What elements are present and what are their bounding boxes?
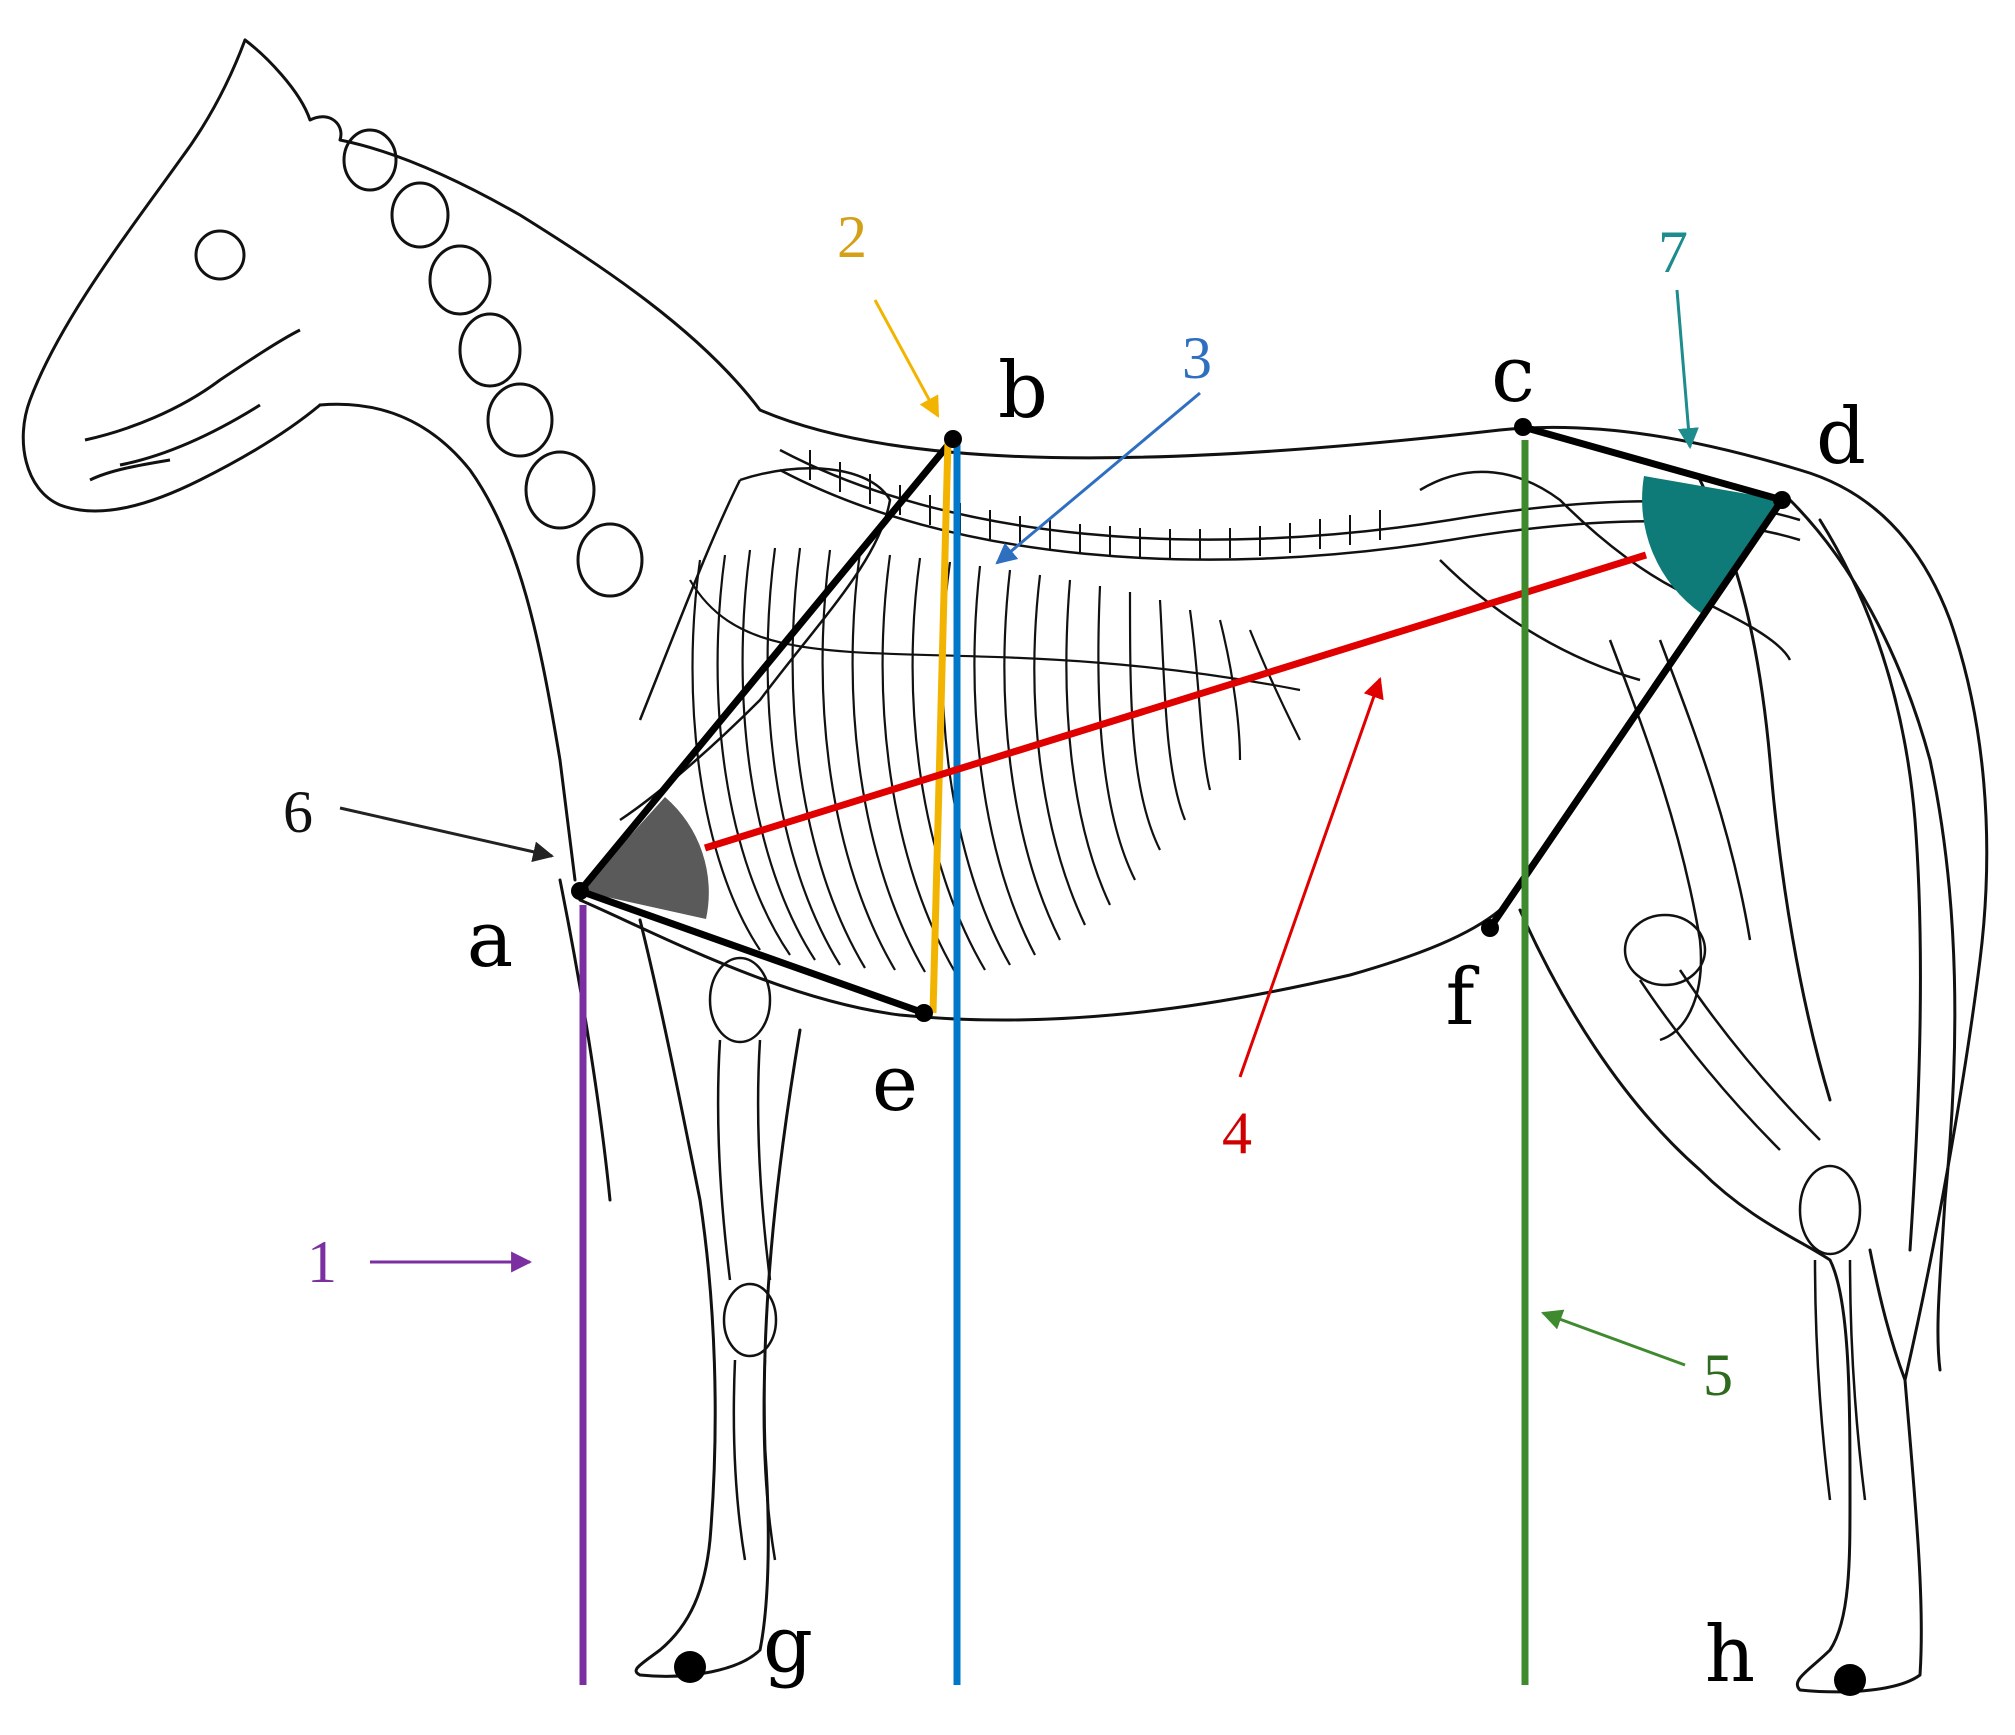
point-g-dot (674, 1651, 706, 1683)
scapula (619, 467, 892, 822)
line-c-d (1519, 423, 1786, 504)
point-h-dot (1834, 1664, 1866, 1696)
horse-body-outline (21, 38, 1989, 1694)
point-h-label: h (1704, 1610, 1756, 1700)
forelimb-bones (708, 956, 778, 1561)
point-a-dot (571, 882, 589, 900)
line-a-e (576, 887, 928, 1017)
point-a-label: a (466, 895, 514, 985)
line-2 (929, 439, 952, 1014)
angle-7-sector (1642, 476, 1782, 614)
line-4 (703, 551, 1648, 852)
label-2: 2 (837, 204, 867, 270)
cervical-vertebrae (342, 128, 644, 598)
arrow-7 (1675, 289, 1699, 450)
point-c-label: c (1491, 330, 1535, 420)
label-3: 3 (1182, 325, 1212, 391)
pelvis-femur (1419, 470, 1792, 1042)
point-d-dot (1773, 491, 1791, 509)
label-5: 5 (1703, 1342, 1733, 1408)
point-f-dot (1481, 919, 1499, 937)
angle-6-sector (580, 797, 709, 919)
point-g-label: g (763, 1600, 813, 1690)
label-1: 1 (307, 1229, 337, 1295)
point-b-dot (944, 430, 962, 448)
hindlimb-bones (1638, 969, 1867, 1501)
point-markers (571, 418, 1866, 1696)
label-4: 4 (1222, 1100, 1252, 1166)
point-e-dot (915, 1004, 933, 1022)
arrow-3 (995, 391, 1201, 565)
label-6: 6 (283, 779, 313, 845)
point-b-label: b (998, 346, 1048, 436)
point-f-label: f (1445, 953, 1475, 1043)
line-a-b (576, 435, 957, 895)
arrow-4 (1238, 677, 1384, 1078)
point-e-label: e (871, 1039, 919, 1129)
line-d-f (1486, 496, 1786, 932)
structure-lines (576, 423, 1786, 1017)
point-c-dot (1514, 418, 1532, 436)
point-d-label: d (1816, 392, 1866, 482)
skull-detail (84, 229, 301, 482)
arrow-6 (339, 806, 555, 863)
label-7: 7 (1658, 219, 1688, 285)
arrow-5 (1541, 1309, 1686, 1367)
arrow-2 (873, 299, 940, 418)
